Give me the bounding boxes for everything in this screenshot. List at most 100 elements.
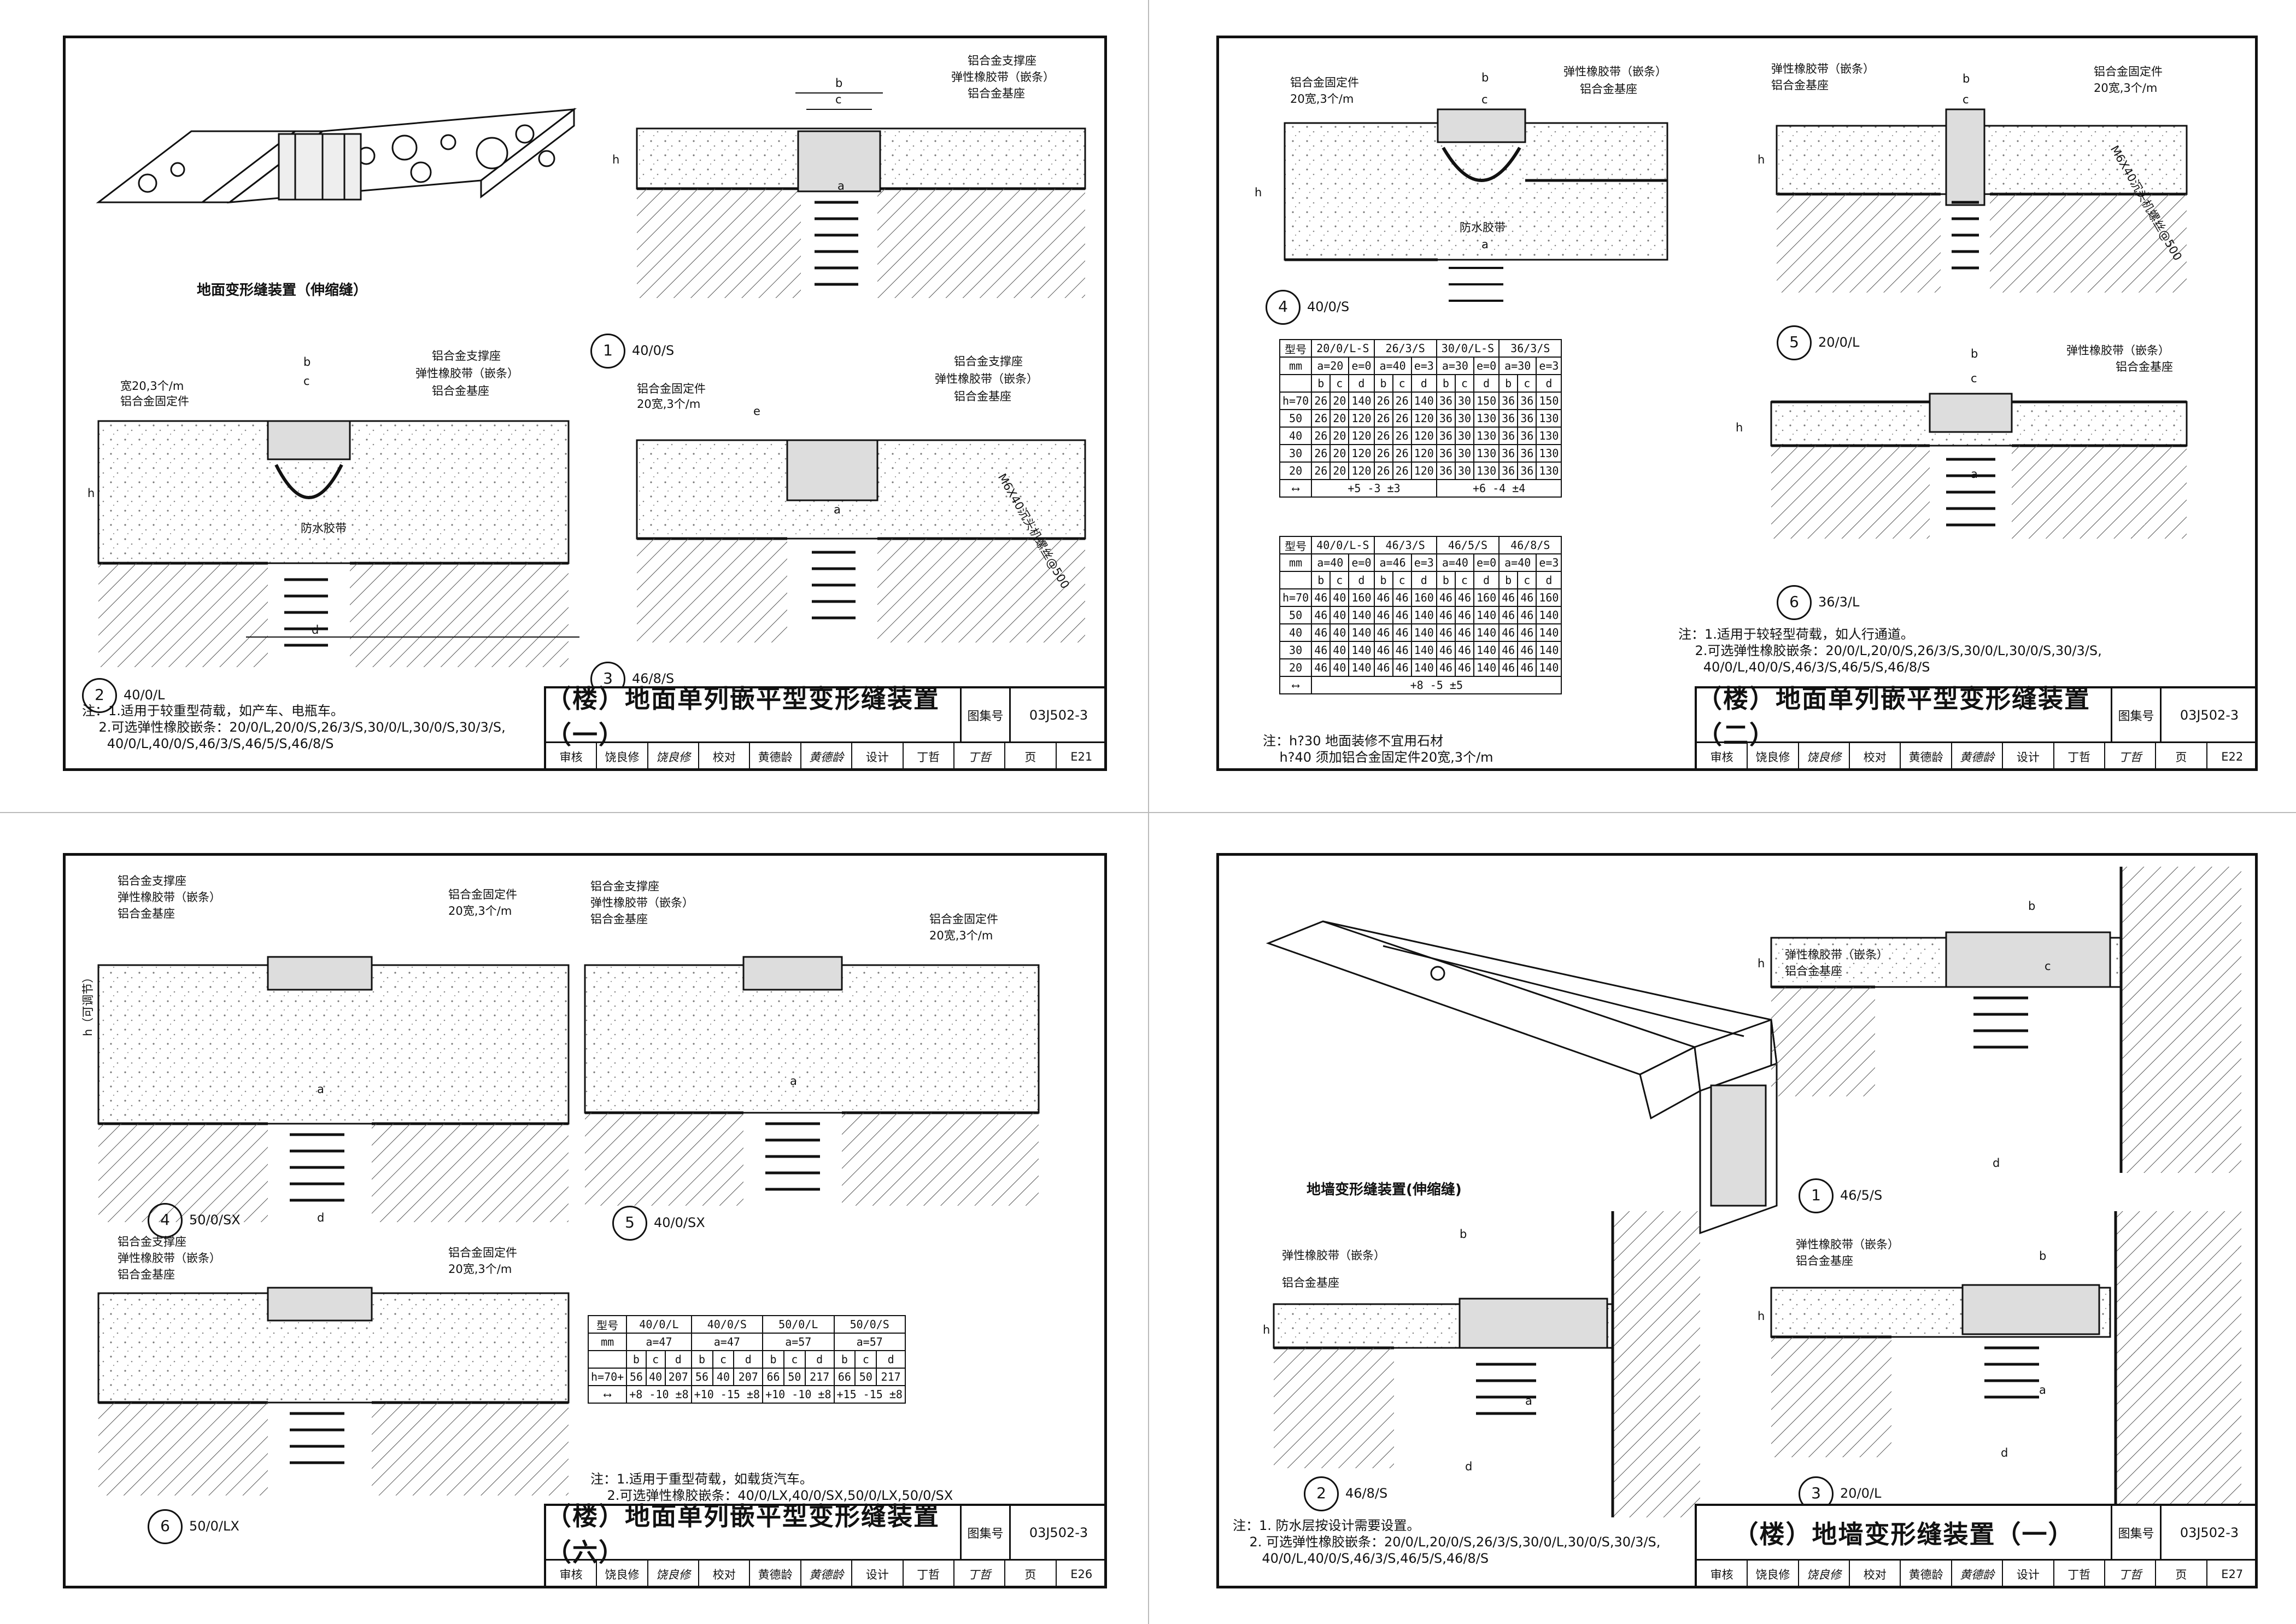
design-label: 设计 [852, 1561, 904, 1588]
label-rubber-2: 弹性橡胶带（嵌条） [1282, 1249, 1385, 1262]
sheet-e26: 铝合金支撑座 弹性橡胶带（嵌条） 铝合金基座 铝合金固定件 20宽,3个/m h… [63, 853, 1107, 1588]
dim-a-6: a [1971, 468, 1978, 481]
label-support-3: 铝合金支撑座 [954, 355, 1023, 368]
table-cell: 26 [1392, 462, 1412, 480]
table-cell: 26 [1311, 409, 1331, 428]
table-cell: ⟷ [1279, 676, 1313, 694]
table-cell: 46 [1498, 658, 1519, 677]
reviewer-signature: 饶良修 [648, 1561, 700, 1588]
label-fixer-spec-6: 20宽,3个/m [448, 1263, 512, 1276]
dim-a: a [837, 179, 845, 192]
label-support: 铝合金支撑座 [118, 874, 186, 887]
table-cell: 40 [1329, 588, 1350, 607]
table-cell: 30 [1279, 444, 1313, 463]
checker-signature: 黄德龄 [801, 1561, 853, 1588]
dim-c: c [1481, 93, 1488, 106]
table-row: ⟷ +8 -5 ±5 [1279, 676, 1562, 694]
atlas-code: 03J502-3 [2162, 688, 2257, 743]
table-cell: c [1517, 374, 1537, 393]
detail-1-section [636, 92, 1086, 298]
table-cell: 130 [1536, 462, 1562, 480]
move-value: ±5 [1449, 679, 1463, 692]
label-fixer-3: 铝合金固定件 [637, 382, 706, 395]
table-cell: d [1536, 571, 1562, 589]
table-cell: 36 [1517, 409, 1537, 428]
dim-b: b [835, 77, 843, 90]
table-cell: 46 [1392, 641, 1412, 659]
table-cell: 207 [733, 1368, 764, 1386]
detail-number: 6 [148, 1509, 183, 1544]
table-cell: 160 [1473, 588, 1500, 607]
table-cell: b [1311, 374, 1331, 393]
sheet-title: （楼）地墙变形缝装置（一） [1697, 1506, 2112, 1561]
label-support-6: 铝合金支撑座 [118, 1235, 186, 1248]
table-cell: 46 [1373, 641, 1393, 659]
table-cell: 217 [876, 1368, 906, 1386]
table-cell: c [1329, 571, 1350, 589]
table-cell: d [1473, 374, 1500, 393]
table-cell: 140 [1348, 641, 1375, 659]
detail-code: 46/8/S [632, 671, 675, 686]
move-value: -3 [1367, 482, 1381, 495]
table-cell: 140 [1348, 623, 1375, 642]
move-value: +8 [629, 1388, 643, 1401]
designer-name: 丁哲 [2054, 1561, 2105, 1588]
table-cell: 36 [1436, 409, 1456, 428]
check-label: 校对 [1850, 1561, 1901, 1588]
detail-6-section [1770, 393, 2188, 539]
table-cell: +6 -4 ±4 [1436, 479, 1562, 498]
table-cell: 26 [1311, 462, 1331, 480]
design-label: 设计 [852, 743, 904, 770]
sheet-title: （楼）地面单列嵌平型变形缝装置（二） [1697, 684, 2112, 750]
dim-b-3: b [2039, 1249, 2047, 1263]
check-label: 校对 [699, 1561, 751, 1588]
detail-code: 40/0/L [124, 687, 165, 703]
dim-c: c [2045, 960, 2051, 973]
table-cell: e=3 [1536, 357, 1562, 375]
table-cell: c [783, 1350, 806, 1369]
signature-row: 审核 饶良修 饶良修 校对 黄德龄 黄德龄 设计 丁哲 丁哲 页 E27 [1697, 1561, 2257, 1588]
title-block: （楼）地面单列嵌平型变形缝装置（一） 图集号 03J502-3 审核 饶良修 饶… [544, 684, 1106, 770]
detail-number: 1 [590, 334, 625, 369]
table-cell: 46 [1517, 641, 1537, 659]
table-cell: 36 [1517, 392, 1537, 410]
table-cell: 36 [1498, 444, 1519, 463]
label-fixer-6: 铝合金固定件 [448, 1246, 517, 1259]
table-cell: d [1348, 571, 1375, 589]
move-value: ±3 [1387, 482, 1401, 495]
table-cell: 20 [1329, 427, 1350, 445]
review-label: 审核 [546, 1561, 598, 1588]
table-cell: 46 [1517, 623, 1537, 642]
table-cell: 46 [1436, 588, 1456, 607]
table-cell: 40 [645, 1368, 666, 1386]
table-cell: 120 [1410, 409, 1437, 428]
dim-b-2: b [303, 355, 311, 369]
table-cell: 140 [1536, 623, 1562, 642]
table-cell: 26 [1392, 427, 1412, 445]
table-header-cell: 46/5/S [1436, 536, 1500, 554]
atlas-label: 图集号 [962, 688, 1011, 743]
sheet-e27-drawing [1266, 867, 2241, 1517]
move-value: ±8 [746, 1388, 760, 1401]
dim-c-6: c [1971, 372, 1977, 385]
table-cell: +15 -15 ±8 [833, 1385, 906, 1404]
table-cell: 140 [1348, 392, 1375, 410]
label-fixer: 铝合金固定件 [120, 395, 189, 408]
sheet-e22-drawing [1284, 108, 2188, 539]
table-cell: 130 [1536, 409, 1562, 428]
reviewer-name: 饶良修 [597, 1561, 648, 1588]
table-cell: 40 [1329, 606, 1350, 624]
dim-h-2: h [1263, 1323, 1270, 1336]
table-cell: d [1410, 374, 1437, 393]
label-rubber-6: 弹性橡胶带（嵌条） [118, 1252, 221, 1265]
detail-code: 20/0/L [1840, 1486, 1882, 1501]
table-cell: 36 [1436, 427, 1456, 445]
label-base: 铝合金基座 [968, 87, 1025, 100]
label-rubber-5: 弹性橡胶带（嵌条） [1771, 62, 1875, 75]
label-fixer-spec-5: 20宽,3个/m [929, 929, 993, 942]
sheet-notes: 注：1. 防水层按设计需要设置。 2. 可选弹性橡胶嵌条：20/0/L,20/0… [1233, 1518, 1661, 1566]
